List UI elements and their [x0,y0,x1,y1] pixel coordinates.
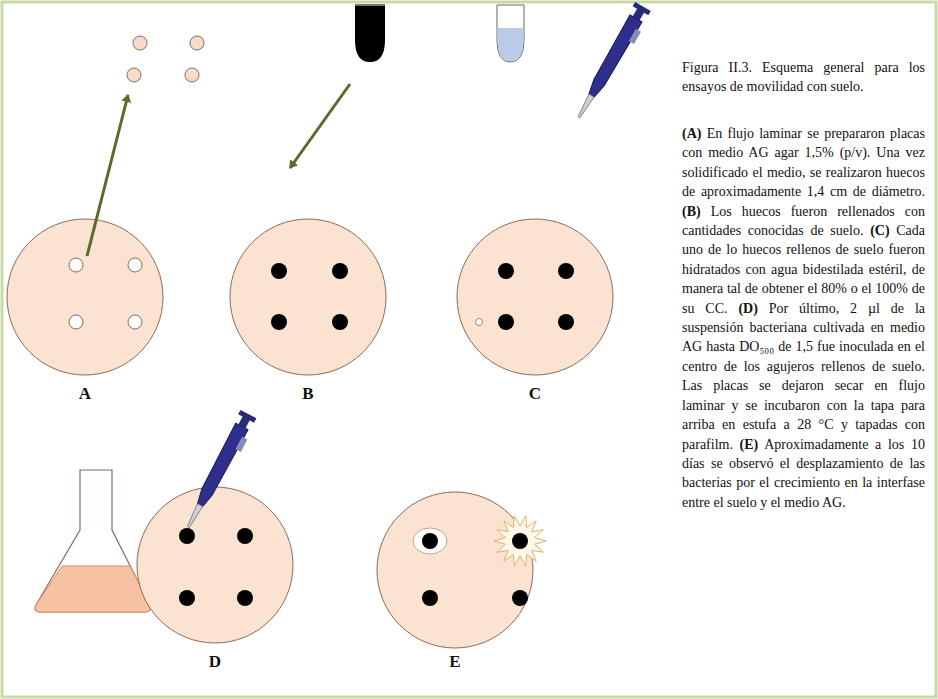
water-drop [476,319,483,326]
culture-flask [35,470,150,612]
figure-caption: Figura II.3. Esquema general para los en… [682,58,925,96]
step-marker: (D) [738,301,757,316]
soil-holes [498,263,574,330]
soil-tube [355,5,385,62]
step-text: Por último, 2 µl de la suspensión bacter… [682,301,925,452]
soil-holes [422,590,528,606]
soil-holes [271,263,348,330]
panel-letter: E [449,652,460,672]
panel-letter: B [302,384,313,404]
step-marker: (C) [870,223,889,238]
micropipette [180,410,258,532]
petri-plate [377,492,533,648]
arrow [290,84,350,168]
agar-plugs [127,36,204,82]
agar-holes [69,258,142,329]
petri-plate [230,219,386,375]
step-marker: (B) [682,204,701,219]
soil-holes [179,528,253,606]
panel-letter: A [79,384,91,404]
panel-letter: D [209,652,221,672]
step-marker: (A) [682,126,701,141]
step-marker: (E) [740,437,759,452]
water-tube [497,5,524,62]
micropipette [571,2,652,123]
petri-plate [137,487,293,643]
step-text: En flujo laminar se prepararon placas co… [682,126,925,199]
panel-letter: C [529,384,541,404]
petri-plate [457,219,613,375]
caption-body: (A) En flujo laminar se prepararon placa… [682,124,925,512]
caption-text: Figura II.3. Esquema general para los en… [682,60,925,94]
growth-halo [413,528,447,554]
petri-plate [7,219,163,375]
growth-burst [494,516,546,567]
arrow [87,95,128,256]
